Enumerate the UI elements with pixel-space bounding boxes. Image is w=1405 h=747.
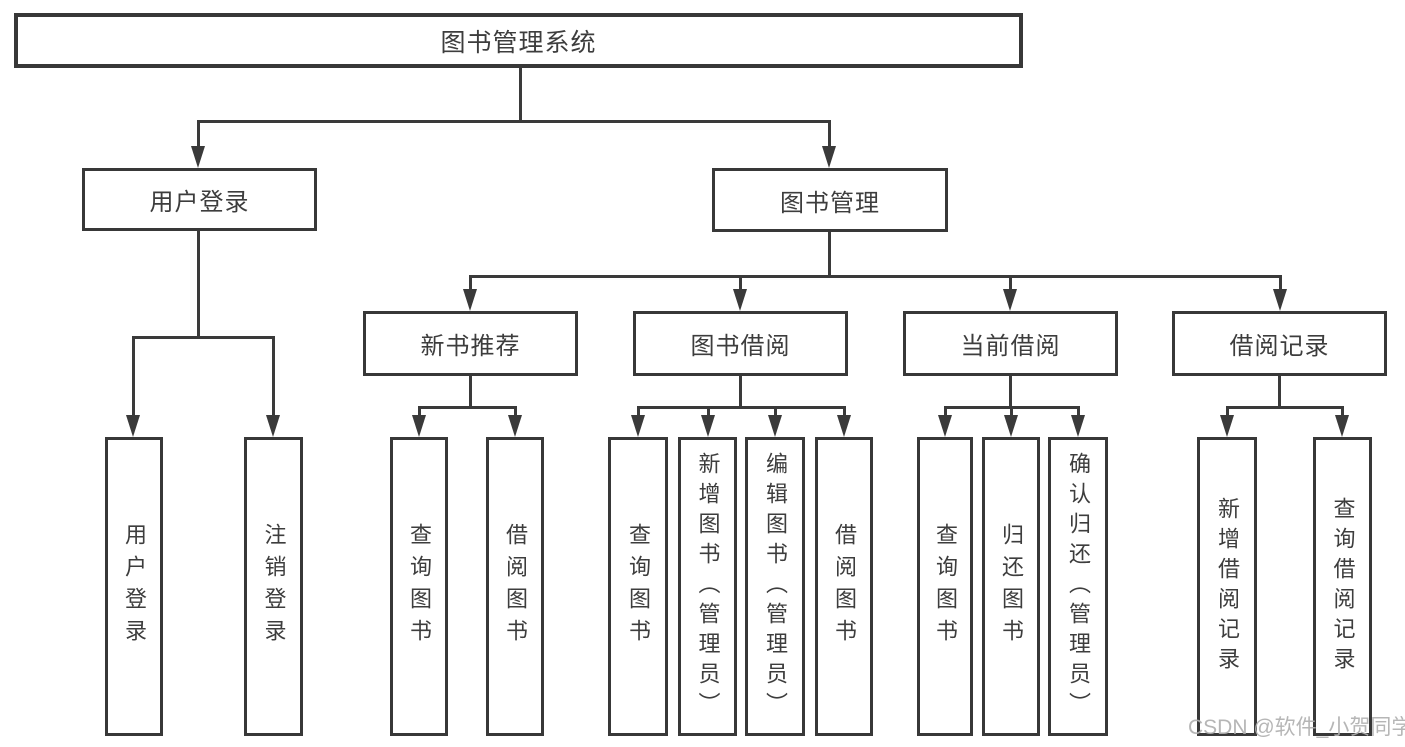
node-new-book-recommendation: 新书推荐: [363, 311, 578, 376]
leaf-add-borrow-record: 新增借阅记录: [1197, 437, 1257, 736]
leaf-label: 新增图书（管理员）: [695, 451, 721, 722]
connector-line: [944, 406, 947, 417]
connector-line: [707, 406, 710, 417]
leaf-label: 借阅图书: [832, 522, 857, 651]
connector-line: [774, 406, 777, 417]
arrowhead-down: [822, 146, 836, 168]
arrowhead-down: [733, 289, 747, 311]
arrowhead-down: [191, 146, 205, 168]
connector-line: [469, 275, 472, 291]
connector-line: [519, 68, 522, 120]
leaf-edit-book-admin: 编辑图书（管理员）: [745, 437, 805, 736]
node-user-login: 用户登录: [82, 168, 317, 231]
connector-line: [637, 406, 845, 409]
connector-line: [197, 230, 200, 336]
leaf-label: 借阅图书: [503, 522, 528, 651]
leaf-return-books: 归还图书: [982, 437, 1040, 736]
leaf-label: 新增借阅记录: [1215, 496, 1240, 677]
node-borrowing-records: 借阅记录: [1172, 311, 1387, 376]
connector-line: [1226, 406, 1229, 417]
connector-line: [197, 120, 831, 123]
arrowhead-down: [1273, 289, 1287, 311]
leaf-label: 查询图书: [933, 522, 958, 651]
connector-line: [272, 336, 275, 416]
leaf-borrow-books-recommend: 借阅图书: [486, 437, 544, 736]
leaf-borrow-books-borrowing: 借阅图书: [815, 437, 873, 736]
node-current-borrowing: 当前借阅: [903, 311, 1118, 376]
connector-line: [1009, 376, 1012, 406]
connector-line: [1077, 406, 1080, 417]
leaf-query-books-recommend: 查询图书: [390, 437, 448, 736]
arrowhead-down: [463, 289, 477, 311]
leaf-add-book-admin: 新增图书（管理员）: [678, 437, 737, 736]
connector-line: [1010, 406, 1013, 417]
connector-line: [1279, 275, 1282, 291]
leaf-query-books-current: 查询图书: [917, 437, 973, 736]
node-book-borrowing: 图书借阅: [633, 311, 848, 376]
leaf-logout: 注销登录: [244, 437, 303, 736]
arrowhead-down: [631, 415, 645, 437]
connector-line: [739, 275, 742, 291]
connector-line: [828, 232, 831, 275]
arrowhead-down: [701, 415, 715, 437]
arrowhead-down: [768, 415, 782, 437]
connector-line: [418, 406, 517, 409]
connector-line: [1341, 406, 1344, 417]
leaf-label: 确认归还（管理员）: [1066, 451, 1091, 722]
arrowhead-down: [1071, 415, 1085, 437]
arrowhead-down: [412, 415, 426, 437]
connector-line: [1009, 275, 1012, 291]
arrowhead-down: [1220, 415, 1234, 437]
connector-line: [828, 120, 831, 148]
leaf-label: 编辑图书（管理员）: [763, 451, 788, 722]
connector-line: [132, 336, 135, 416]
leaf-label: 用户登录: [122, 522, 147, 651]
arrowhead-down: [837, 415, 851, 437]
connector-line: [514, 406, 517, 417]
connector-line: [739, 376, 742, 406]
leaf-query-books-borrowing: 查询图书: [608, 437, 668, 736]
leaf-label: 归还图书: [999, 522, 1024, 651]
arrowhead-down: [1335, 415, 1349, 437]
arrowhead-down: [126, 415, 140, 437]
arrowhead-down: [1003, 289, 1017, 311]
arrowhead-down: [1004, 415, 1018, 437]
connector-line: [469, 376, 472, 406]
connector-line: [637, 406, 640, 417]
node-book-management: 图书管理: [712, 168, 948, 232]
connector-line: [132, 336, 275, 339]
leaf-label: 注销登录: [261, 522, 287, 651]
leaf-label: 查询图书: [626, 522, 651, 651]
connector-line: [197, 120, 200, 148]
connector-line: [1278, 376, 1281, 406]
arrowhead-down: [266, 415, 280, 437]
connector-line: [418, 406, 421, 417]
node-root: 图书管理系统: [14, 13, 1023, 68]
leaf-confirm-return-admin: 确认归还（管理员）: [1048, 437, 1108, 736]
csdn-watermark: CSDN @软件_小贺同学: [1188, 716, 1405, 739]
leaf-label: 查询图书: [407, 522, 432, 651]
arrowhead-down: [508, 415, 522, 437]
leaf-label: 查询借阅记录: [1330, 496, 1356, 677]
arrowhead-down: [938, 415, 952, 437]
connector-line: [843, 406, 846, 417]
connector-line: [1226, 406, 1344, 409]
leaf-user-login: 用户登录: [105, 437, 163, 736]
leaf-query-borrow-record: 查询借阅记录: [1313, 437, 1372, 736]
connector-line: [469, 275, 1281, 278]
